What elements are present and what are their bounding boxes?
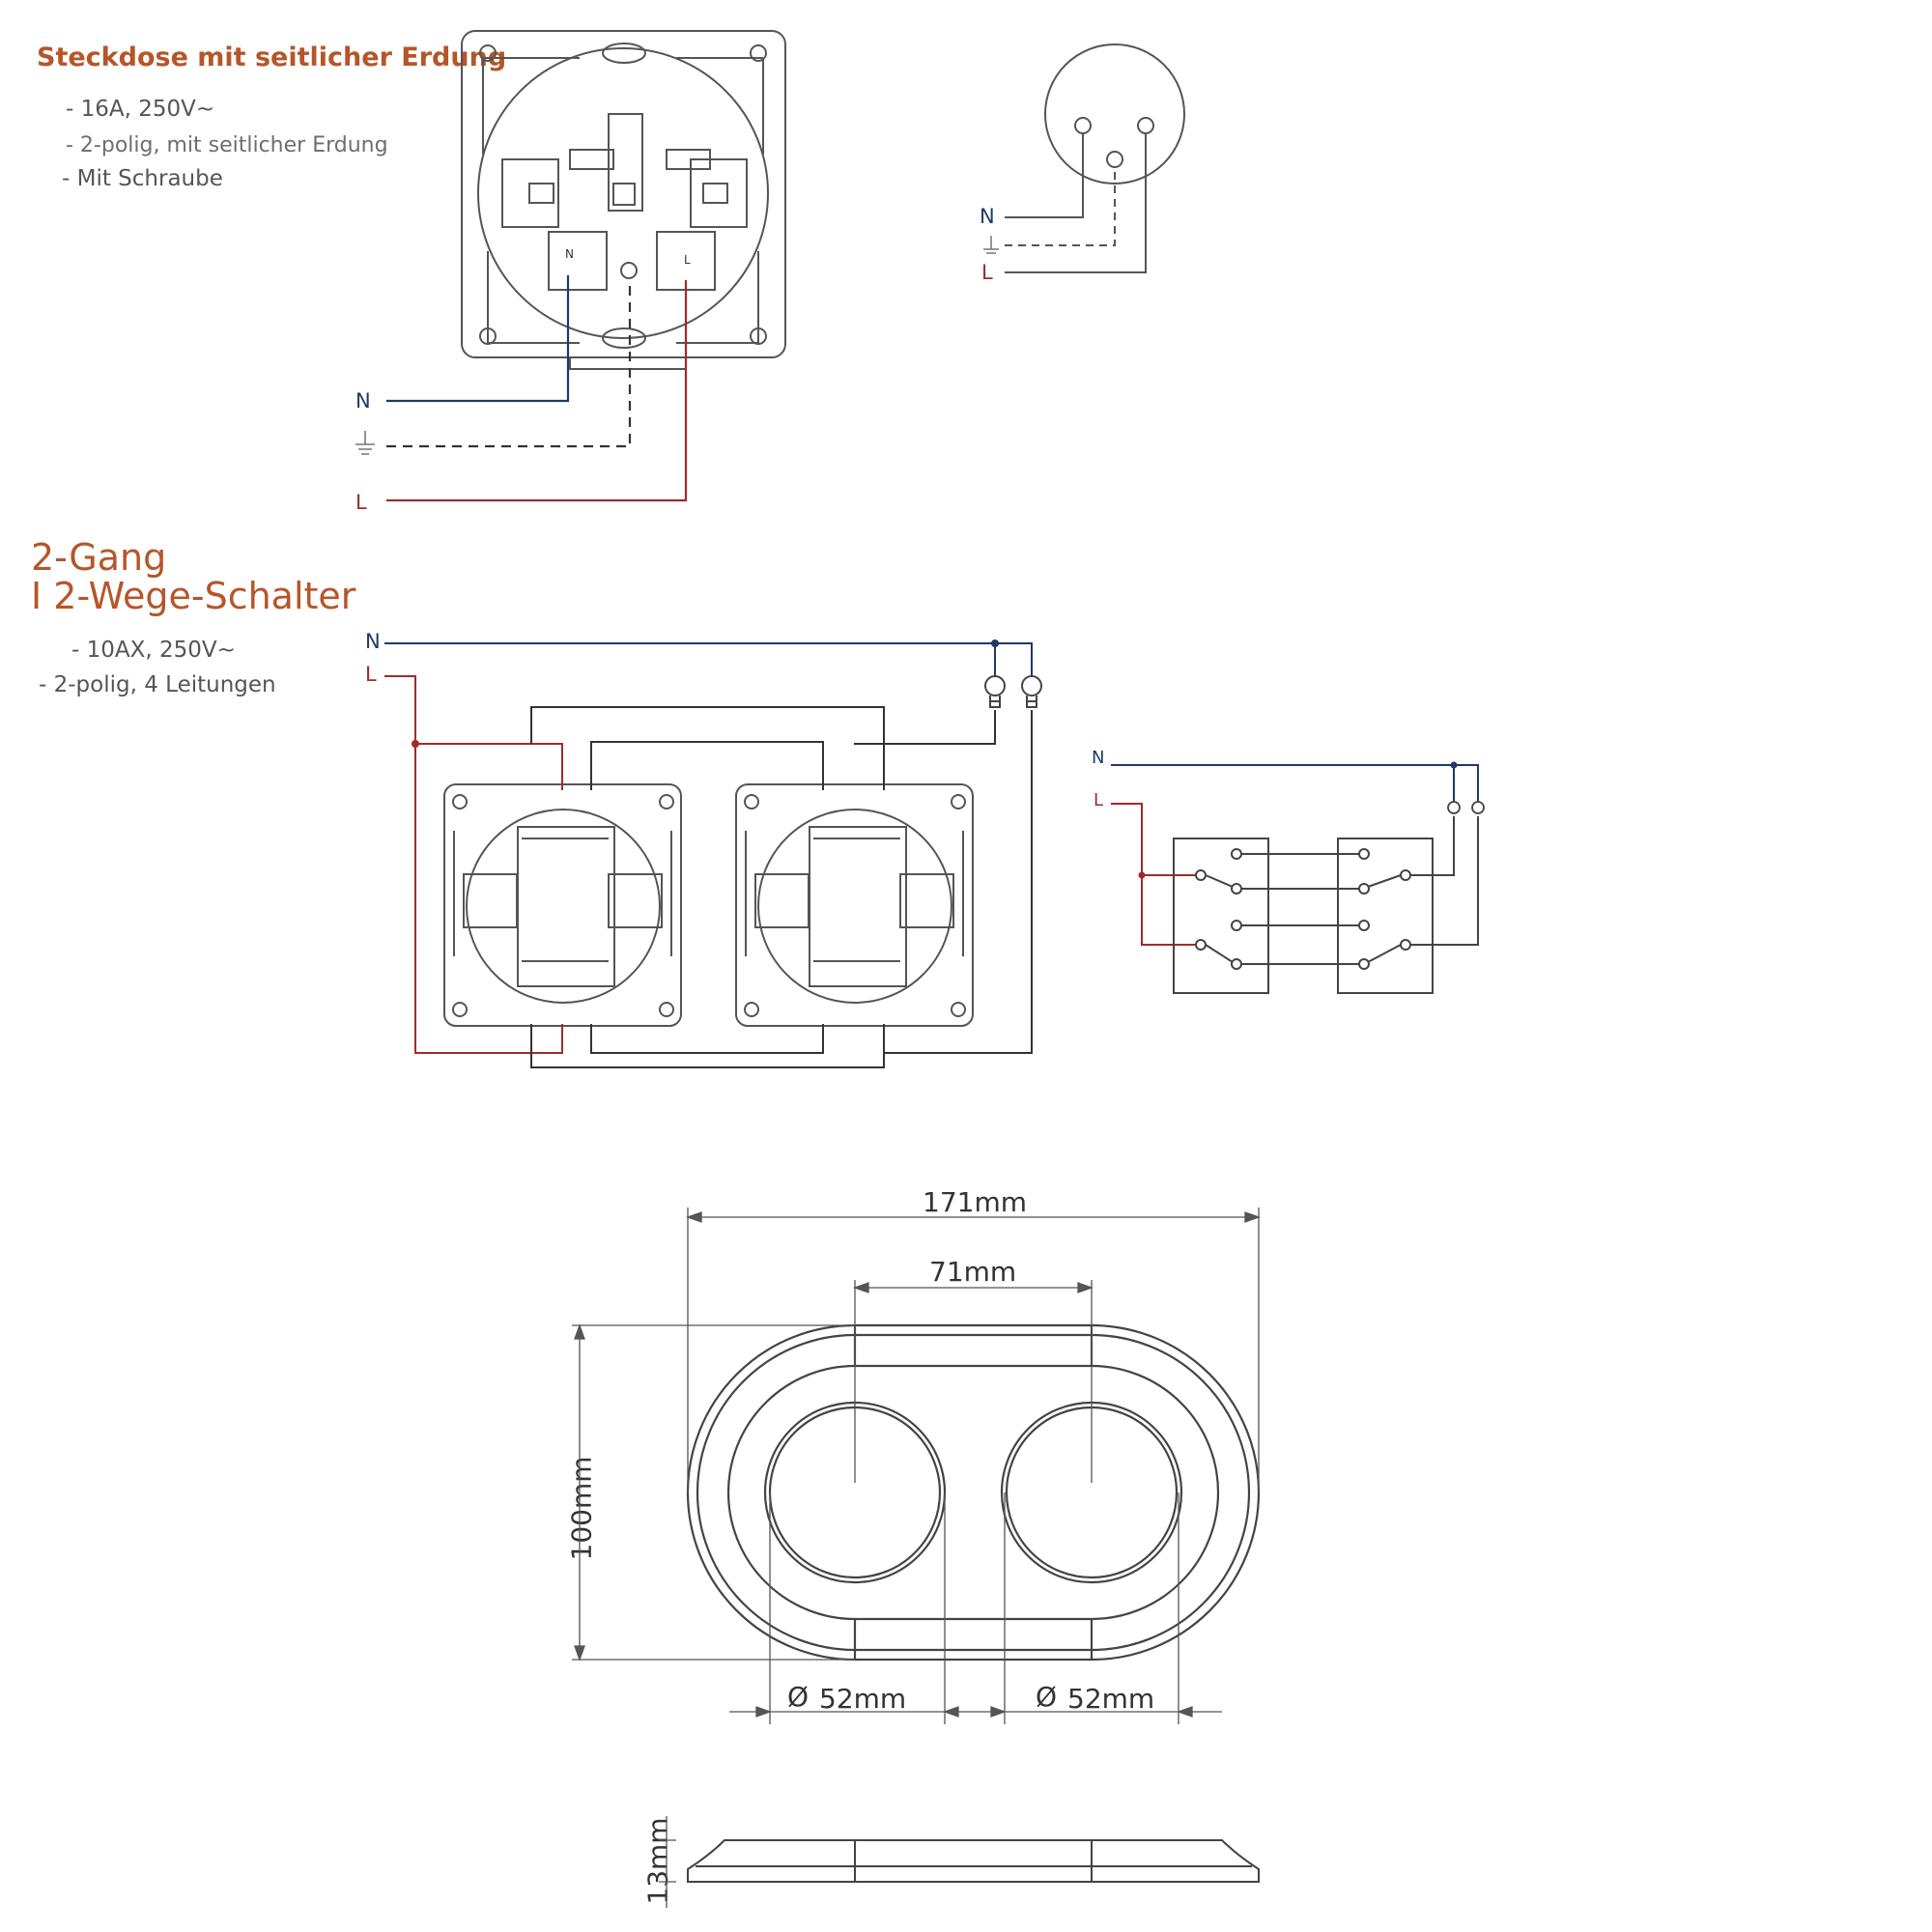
dim-opening-right: 52mm	[1067, 1683, 1155, 1715]
socket-spec-1: - 16A, 250V~	[66, 97, 215, 122]
frame-side-view	[659, 1816, 1260, 1908]
switch-spec-1: - 10AX, 250V~	[71, 638, 236, 663]
switch-schematic	[1111, 761, 1479, 994]
socket-spec-2: - 2-polig, mit seitlicher Erdung	[66, 133, 388, 157]
dim-diameter-symbol-right: Ø	[1036, 1681, 1058, 1713]
socket-wire-earth	[386, 282, 632, 448]
switch-wiring	[384, 639, 1033, 1068]
bulb-icon	[1021, 675, 1042, 708]
switch-spec-2: - 2-polig, 4 Leitungen	[39, 672, 276, 697]
socket-insert-drawing	[461, 30, 786, 370]
bulb-icon	[1447, 801, 1485, 814]
dim-diameter-symbol-left: Ø	[787, 1681, 810, 1713]
switch-wire-label-n: N	[365, 630, 381, 653]
socket-schematic-label-n: N	[980, 205, 995, 228]
switch-schematic-label-n: N	[1092, 748, 1105, 768]
socket-terminal-l: L	[684, 253, 691, 267]
switch-title-line2: I 2-Wege-Schalter	[31, 575, 356, 617]
dim-opening-left: 52mm	[819, 1683, 907, 1715]
earth-symbol-icon	[355, 431, 375, 455]
socket-wire-label-l: L	[355, 491, 367, 514]
switch-wire-l	[384, 675, 563, 1054]
switch-insert-left	[443, 783, 682, 1027]
switch-title-line1: 2-Gang	[31, 536, 167, 579]
bulb-icon	[984, 675, 1006, 708]
switch-wire-n	[384, 642, 1033, 676]
socket-wire-n	[386, 275, 570, 403]
switch-schematic-label-l: L	[1094, 790, 1104, 810]
socket-schematic-label-l: L	[981, 261, 993, 284]
switch-insert-right	[735, 783, 974, 1027]
dim-overall-width: 171mm	[923, 1186, 1027, 1218]
socket-title: Steckdose mit seitlicher Erdung	[37, 43, 507, 72]
frame-front-view	[686, 1323, 1261, 1662]
socket-schematic	[983, 43, 1185, 273]
earth-symbol-icon	[983, 236, 999, 254]
socket-terminal-n: N	[565, 247, 574, 261]
socket-wire-l	[386, 280, 688, 502]
socket-wiring	[386, 275, 688, 502]
socket-spec-3: - Mit Schraube	[62, 166, 223, 191]
dim-center-distance: 71mm	[929, 1256, 1017, 1288]
frame-dimension-lines	[572, 1208, 1261, 1724]
socket-wire-label-n: N	[355, 389, 371, 412]
switch-wire-label-l: L	[365, 663, 377, 686]
